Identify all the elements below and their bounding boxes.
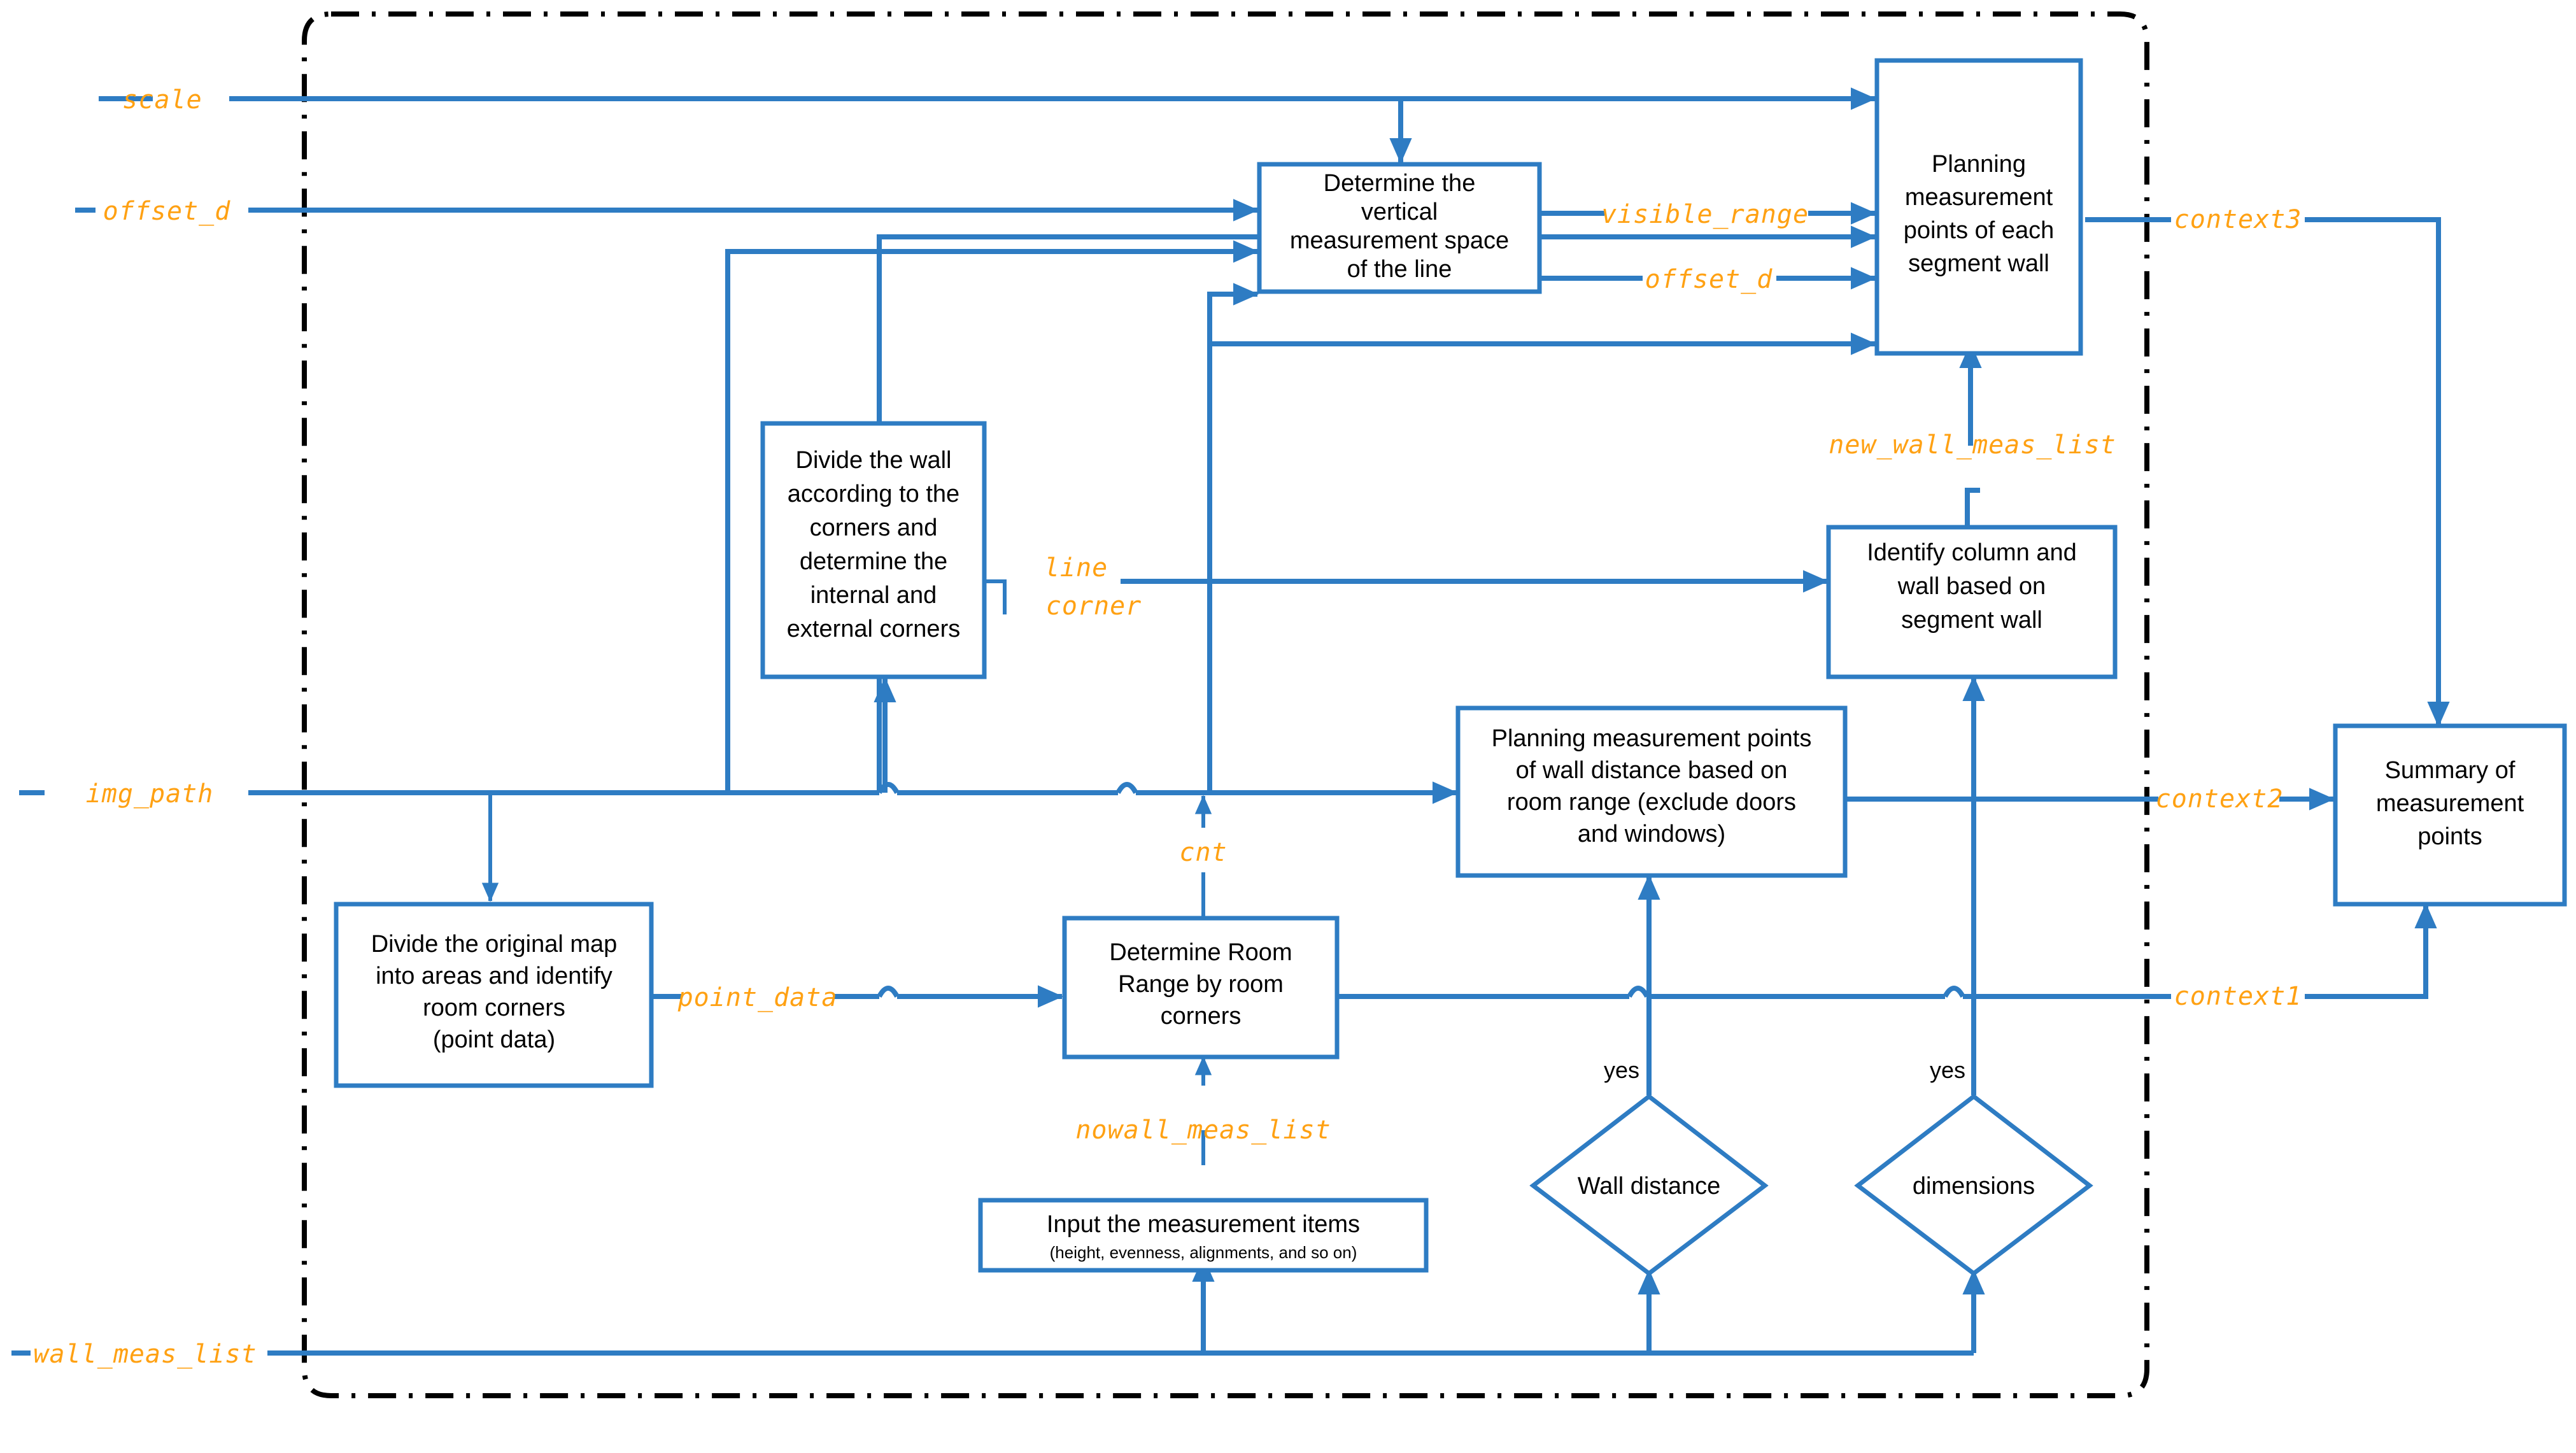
node-line: Planning bbox=[1932, 151, 2026, 178]
wire-scale bbox=[99, 87, 1876, 164]
node-planning-points-wall-distance[interactable]: Planning measurement points of wall dist… bbox=[1455, 705, 1848, 878]
node-line: according to the bbox=[788, 481, 959, 507]
node-input-measurement-items[interactable]: Input the measurement items (height, eve… bbox=[978, 1198, 1429, 1273]
node-line: measurement bbox=[1905, 184, 2053, 211]
label-cnt: cnt bbox=[1179, 838, 1227, 867]
wire-line-corner-stub bbox=[984, 579, 1007, 614]
wire-wall-meas-list bbox=[11, 1256, 1985, 1356]
node-line: external corners bbox=[787, 616, 960, 642]
node-line: segment wall bbox=[1908, 250, 2049, 277]
node-line: wall based on bbox=[1897, 573, 2046, 600]
node-line: corners and bbox=[810, 514, 938, 541]
label-wall-meas-list: wall_meas_list bbox=[33, 1340, 257, 1369]
node-line: determine the bbox=[800, 548, 947, 575]
wire-context3 bbox=[2085, 217, 2450, 727]
node-line: Range by room bbox=[1118, 971, 1284, 998]
label-offset-d-output: offset_d bbox=[1645, 265, 1773, 294]
node-dimensions-decision[interactable]: dimensions bbox=[1854, 1093, 2093, 1277]
node-line: Determine the bbox=[1324, 170, 1476, 197]
node-line: into areas and identify bbox=[376, 963, 612, 989]
node-line: of the line bbox=[1347, 256, 1452, 283]
node-line: Wall distance bbox=[1578, 1173, 1721, 1200]
node-line: segment wall bbox=[1901, 607, 2042, 634]
node-line: room corners bbox=[423, 995, 565, 1021]
node-divide-original-map[interactable]: Divide the original map into areas and i… bbox=[334, 902, 654, 1088]
wire-img-path bbox=[19, 781, 1458, 902]
node-line: Determine Room bbox=[1109, 939, 1292, 966]
node-line: measurement space bbox=[1290, 227, 1509, 254]
node-line: of wall distance based on bbox=[1516, 757, 1788, 784]
label-line: line bbox=[1044, 553, 1108, 583]
label-yes-wall-distance: yes bbox=[1604, 1057, 1639, 1083]
node-line: Summary of bbox=[2385, 757, 2516, 784]
node-line: dimensions bbox=[1913, 1173, 2035, 1200]
label-context3: context3 bbox=[2174, 205, 2302, 234]
wire-img-path-riser-segmentwall-2 bbox=[1207, 332, 1876, 793]
label-offset-d-input: offset_d bbox=[103, 197, 231, 226]
label-corner: corner bbox=[1046, 592, 1142, 621]
node-line: points of each bbox=[1904, 217, 2055, 244]
node-divide-wall-corners[interactable]: Divide the wall according to the corners… bbox=[760, 421, 987, 679]
label-context2: context2 bbox=[2156, 784, 2284, 814]
node-line: Divide the wall bbox=[796, 447, 952, 474]
node-subline: (height, evenness, alignments, and so on… bbox=[1050, 1243, 1357, 1262]
label-point-data: point_data bbox=[677, 983, 838, 1012]
node-summary-measurement-points[interactable]: Summary of measurement points bbox=[2333, 723, 2567, 907]
wire-corner-to-vertical-space bbox=[725, 240, 1259, 793]
node-line: measurement bbox=[2376, 790, 2524, 817]
wire-line-to-vertical-space bbox=[1207, 283, 1259, 581]
node-line: vertical bbox=[1361, 199, 1438, 225]
label-visible-range: visible_range bbox=[1601, 200, 1809, 229]
node-wall-distance-decision[interactable]: Wall distance bbox=[1529, 1093, 1769, 1277]
label-img-path: img_path bbox=[86, 779, 214, 809]
label-yes-dimensions: yes bbox=[1930, 1057, 1965, 1083]
label-context1: context1 bbox=[2174, 982, 2302, 1011]
wire-point-data bbox=[651, 985, 1063, 1008]
node-line: room range (exclude doors bbox=[1507, 789, 1796, 816]
node-line: corners bbox=[1161, 1003, 1242, 1030]
node-identify-column-wall[interactable]: Identify column and wall based on segmen… bbox=[1826, 525, 2118, 679]
node-line: Planning measurement points bbox=[1492, 725, 1812, 752]
node-line: Input the measurement items bbox=[1047, 1211, 1360, 1238]
label-nowall-meas-list: nowall_meas_list bbox=[1075, 1116, 1331, 1145]
label-new-wall-meas-list: new_wall_meas_list bbox=[1829, 430, 2116, 460]
node-determine-vertical-space[interactable]: Determine the vertical measurement space… bbox=[1257, 162, 1542, 294]
node-line: Divide the original map bbox=[371, 931, 618, 958]
node-line: (point data) bbox=[433, 1026, 555, 1053]
node-determine-room-range[interactable]: Determine Room Range by room corners bbox=[1062, 916, 1340, 1060]
node-line: and windows) bbox=[1578, 821, 1725, 847]
node-line: internal and bbox=[810, 582, 937, 609]
node-planning-points-segment-wall[interactable]: Planning measurement points of each segm… bbox=[1874, 58, 2083, 356]
label-scale: scale bbox=[122, 85, 202, 115]
system-boundary bbox=[302, 11, 2149, 1398]
node-line: points bbox=[2417, 823, 2482, 850]
wire-context1 bbox=[1337, 903, 2437, 999]
node-line: Identify column and bbox=[1867, 539, 2077, 566]
